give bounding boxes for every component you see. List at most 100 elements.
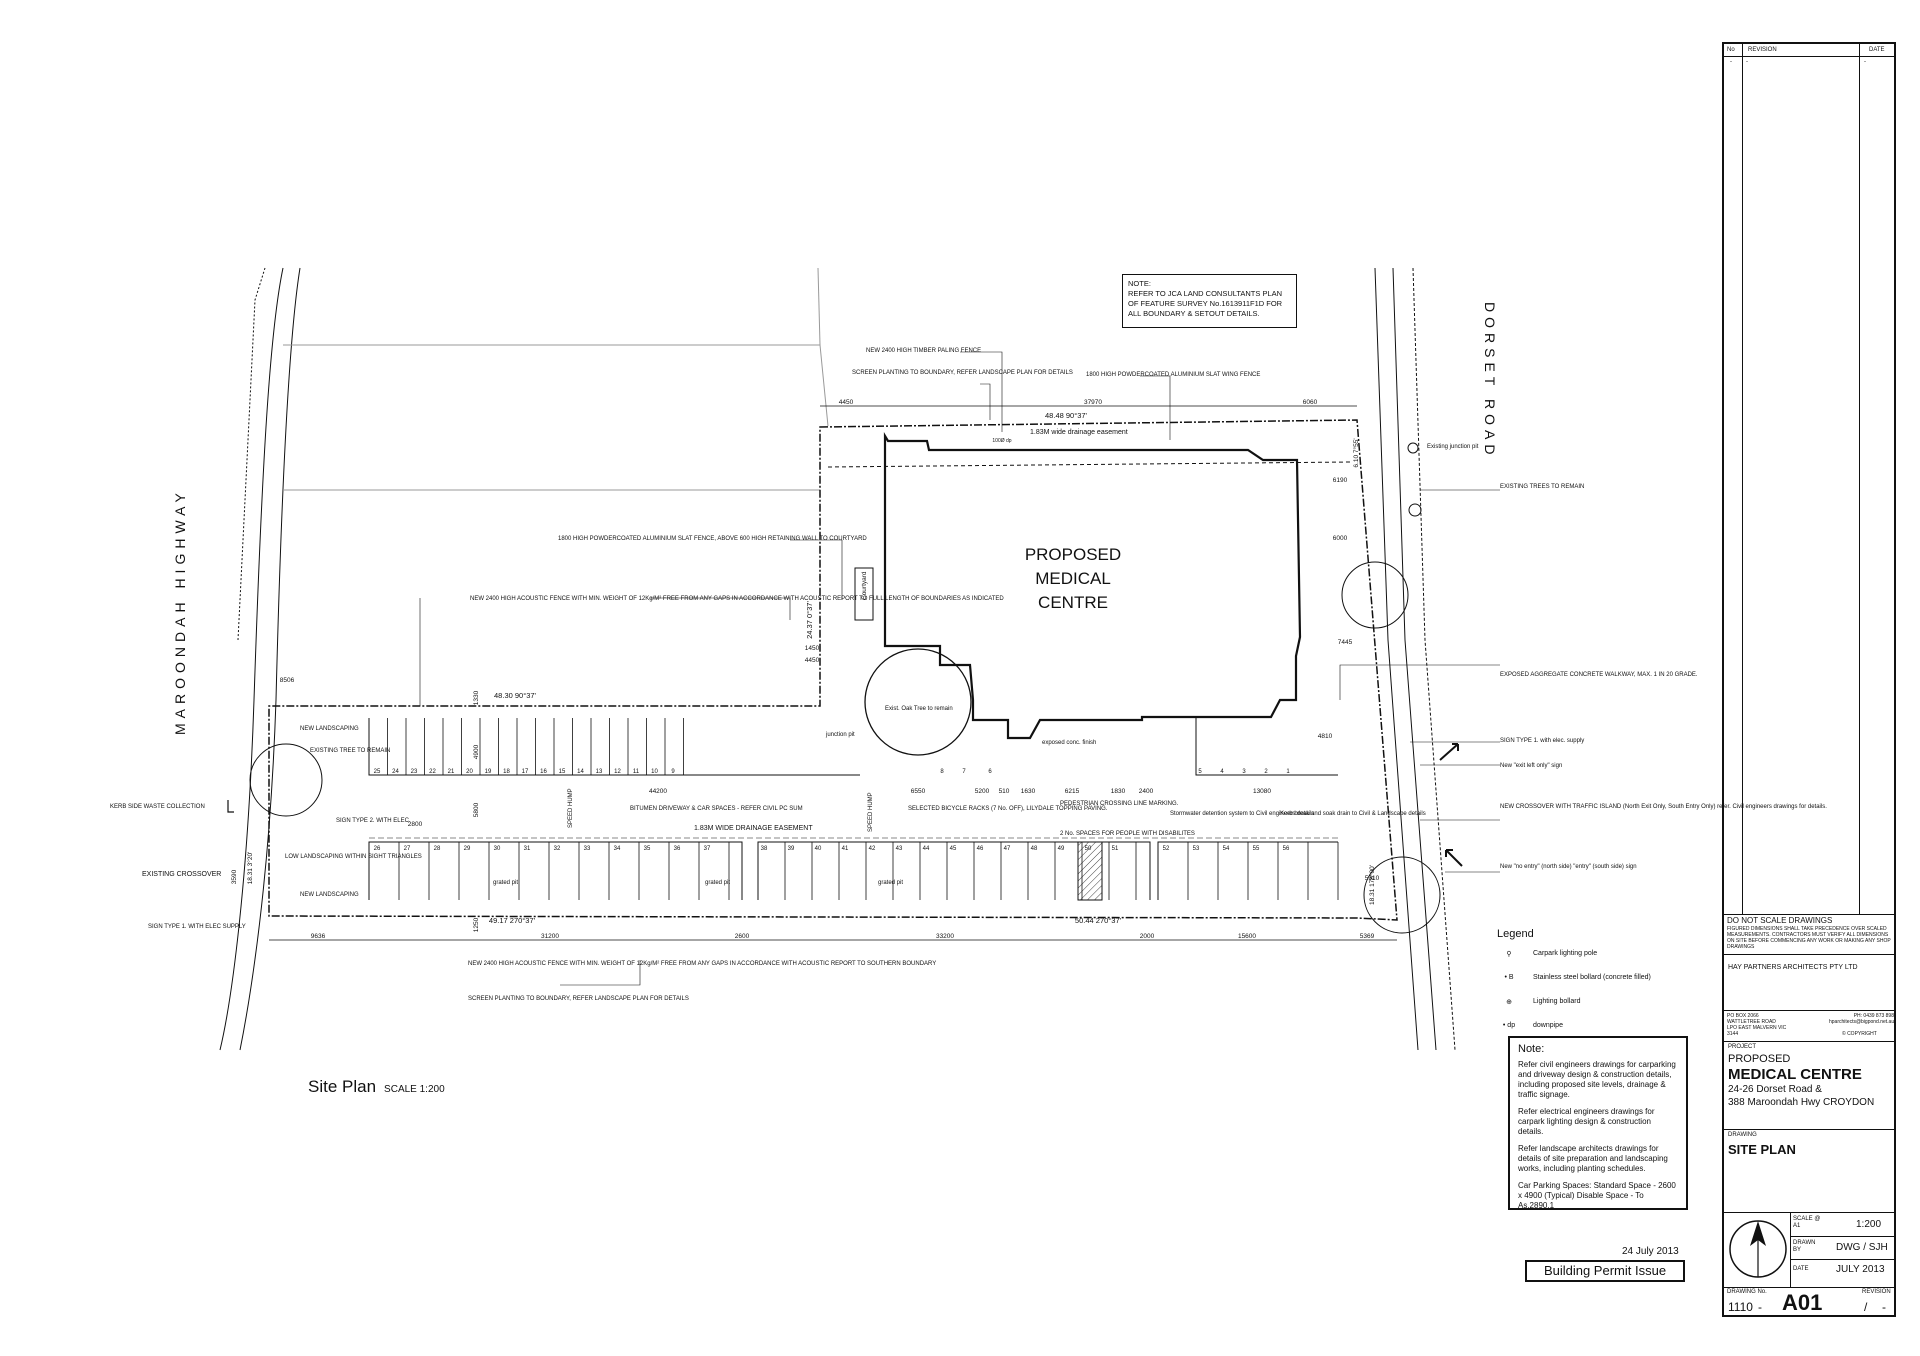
drawn-label: DRAWN BY: [1793, 1240, 1816, 1253]
car-space-number: 10: [651, 769, 658, 775]
drawing-no: 1110: [1728, 1300, 1753, 1314]
car-space-number: 39: [788, 846, 795, 852]
car-space-number: 24: [392, 769, 399, 775]
annotation-disabled: 2 No. SPACES FOR PEOPLE WITH DISABILITES: [1060, 831, 1195, 837]
car-space-number: 25: [374, 769, 381, 775]
annotation-low-landscaping: LOW LANDSCAPING WITHIN SIGHT TRIANGLES: [285, 854, 422, 860]
annotation-screen-planting: SCREEN PLANTING TO BOUNDARY, REFER LANDS…: [852, 370, 1073, 376]
dim-4810: 4810: [1318, 733, 1333, 740]
annotation-oak-tree: Exist. Oak Tree to remain: [885, 706, 953, 712]
annotation-junction-pit: junction pit: [825, 732, 855, 738]
car-space-number: 6: [988, 769, 992, 775]
road-edge: [1412, 267, 1456, 1051]
annotation-exit-left: New "exit left only" sign: [1500, 763, 1562, 769]
note-item: Refer electrical engineers drawings for …: [1518, 1107, 1655, 1136]
building-outline: [883, 432, 1302, 740]
dim-mid-bearing: 48.30 90°37': [494, 691, 537, 700]
car-space-number: 54: [1223, 846, 1230, 852]
divider: [1724, 1010, 1894, 1011]
existing-tree: [1363, 856, 1441, 934]
oak-tree: [864, 648, 972, 756]
car-space-number: 29: [464, 846, 471, 852]
arrow-icon: [1439, 743, 1459, 761]
car-space-number: 30: [494, 846, 501, 852]
drawing-no-label: DRAWING No.: [1727, 1289, 1767, 1295]
dim-1330: 1330: [473, 690, 480, 705]
firm-name: HAY PARTNERS ARCHITECTS PTY LTD: [1728, 964, 1858, 971]
annotation-slat-fence-courtyard: 1800 HIGH POWDERCOATED ALUMINIUM SLAT FE…: [558, 536, 867, 542]
car-space-number: 52: [1163, 846, 1170, 852]
car-space-number: 56: [1283, 846, 1290, 852]
leader-line: [960, 351, 1003, 432]
annotation-bicycle: SELECTED BICYCLE RACKS (7 No. OFF), LILY…: [908, 806, 1108, 812]
dim-2800: 2800: [408, 821, 423, 828]
date-label: DATE: [1793, 1266, 1809, 1272]
legend-label: Lighting bollard: [1533, 998, 1581, 1005]
note-item: Car Parking Spaces: Standard Space - 260…: [1518, 1181, 1676, 1210]
car-space-number: 32: [554, 846, 561, 852]
dim-6550: 6550: [911, 788, 926, 795]
dim-4900: 4900: [473, 744, 480, 759]
scale-value: 1:200: [1856, 1219, 1882, 1230]
car-space-number: 21: [448, 769, 455, 775]
dim-1250: 1250: [473, 917, 480, 932]
issue-label: Building Permit Issue: [1525, 1260, 1685, 1282]
car-space-number: 31: [524, 846, 531, 852]
existing-tree: [249, 743, 323, 817]
annotation-new-landscaping: NEW LANDSCAPING: [300, 726, 359, 732]
car-space-number: 18: [503, 769, 510, 775]
dim-bottom-bearing-1: 49.17 270°37': [489, 916, 536, 925]
road-edge: [239, 267, 301, 1051]
legend-item: ⊕ Lighting bollard: [1497, 998, 1697, 1022]
dim-1830: 1830: [1111, 788, 1126, 795]
annotation-drainage-top: 1.83M wide drainage easement: [1030, 429, 1128, 436]
title-block: No REVISION DATE - - - DO NOT SCALE DRAW…: [1722, 42, 1896, 1317]
annotation-stormwater: Stormwater detention system to Civil eng…: [1170, 811, 1314, 817]
neighbour-boundary: [283, 344, 829, 427]
annotation-grated-pit-2: grated pit: [705, 880, 730, 886]
car-space-number: 43: [896, 846, 903, 852]
dim-7445: 7445: [1338, 639, 1353, 646]
car-space-number: 45: [950, 846, 957, 852]
notes-box: Note: Refer civil engineers drawings for…: [1508, 1036, 1688, 1210]
legend-heading: Legend: [1497, 928, 1534, 940]
courtyard: [854, 567, 874, 621]
car-space-number: 15: [559, 769, 566, 775]
dim-right-18-31: 18.31 178°00': [1368, 865, 1376, 905]
divider: [1724, 954, 1894, 955]
car-space-dividers: [368, 718, 1339, 900]
annotation-existing-crossover: EXISTING CROSSOVER: [142, 871, 221, 878]
dim-5369: 5369: [1360, 933, 1375, 940]
annotation-exposed-aggregate: EXPOSED AGGREGATE CONCRETE WALKWAY, MAX.…: [1500, 672, 1698, 678]
car-space-number: 1: [1286, 769, 1290, 775]
building-label-3: CENTRE: [1038, 593, 1108, 612]
revision-col-revision: REVISION: [1748, 47, 1777, 53]
leader-line: [1339, 664, 1500, 700]
car-space-number: 26: [374, 846, 381, 852]
survey-note-line: NOTE:: [1128, 279, 1151, 288]
annotation-new-crossover: NEW CROSSOVER WITH TRAFFIC ISLAND (North…: [1500, 804, 1827, 810]
dim-100-dp: 100Ø dp: [992, 438, 1011, 444]
annotation-exposed-conc: exposed conc. finish: [1042, 740, 1096, 746]
drawn-value: DWG / SJH: [1836, 1242, 1888, 1253]
car-space-number: 12: [614, 769, 621, 775]
divider: [1790, 1212, 1791, 1287]
neighbour-boundary: [817, 267, 821, 346]
car-space-number: 38: [761, 846, 768, 852]
dim-2400: 2400: [1139, 788, 1154, 795]
divider: [1724, 1212, 1894, 1213]
drawing-label: DRAWING: [1728, 1132, 1757, 1138]
road-name-dorset: DORSET ROAD: [1482, 302, 1498, 459]
warning-title: DO NOT SCALE DRAWINGS: [1727, 916, 1833, 925]
car-space-number: 3: [1242, 769, 1246, 775]
car-space-number: 28: [434, 846, 441, 852]
annotation-courtyard: Courtyard: [861, 571, 868, 600]
dim-top-bearing: 48.48 90°37': [1045, 411, 1088, 420]
lighting-bollard-icon: ⊕: [1506, 999, 1512, 1006]
legend-label: Carpark lighting pole: [1533, 950, 1598, 957]
revision-dash: -: [1730, 59, 1732, 65]
scale-label: SCALE @ A1: [1793, 1216, 1821, 1229]
